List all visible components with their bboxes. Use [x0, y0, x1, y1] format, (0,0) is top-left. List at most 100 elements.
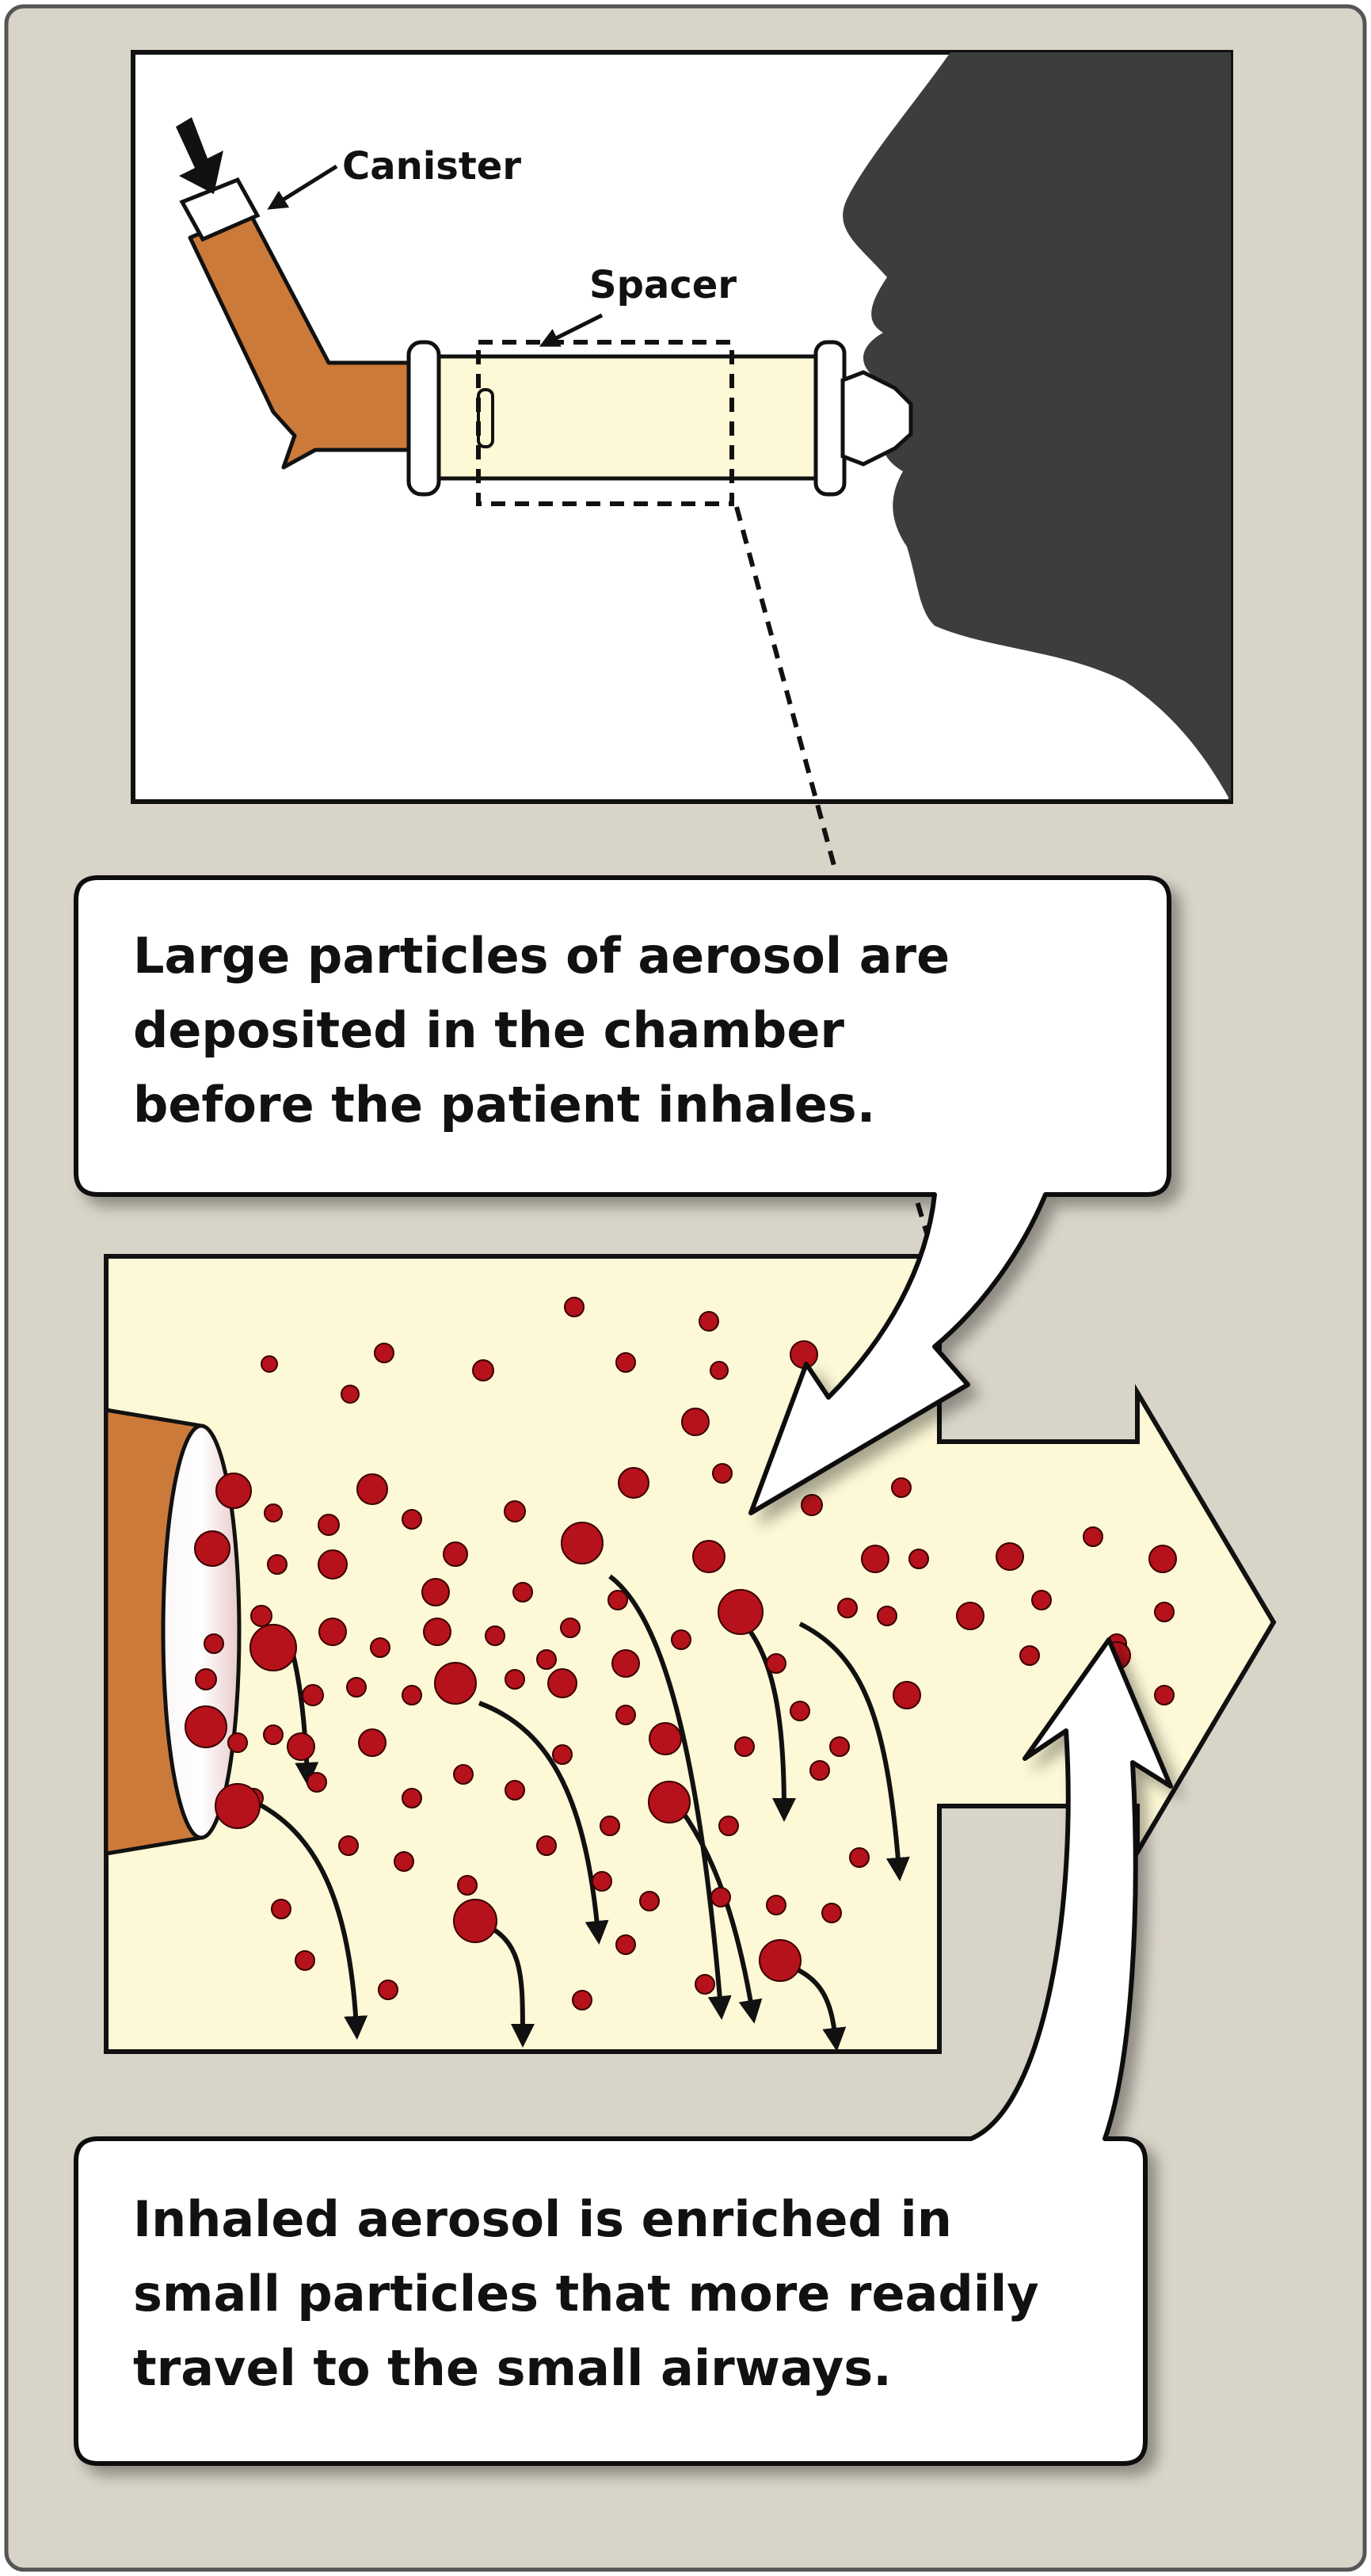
aerosol-particle: [318, 1514, 340, 1536]
aerosol-particle: [712, 1463, 733, 1484]
aerosol-particle: [996, 1542, 1024, 1571]
aerosol-particle: [421, 1578, 450, 1606]
trajectory-4: [608, 1574, 732, 2020]
aerosol-particle: [394, 1851, 414, 1872]
aerosol-particle: [307, 1772, 327, 1793]
aerosol-particle: [215, 1783, 261, 1829]
aerosol-particle: [227, 1732, 248, 1753]
aerosol-particle: [505, 1780, 525, 1801]
aerosol-particle: [338, 1835, 359, 1856]
aerosol-particle: [893, 1681, 921, 1709]
aerosol-particle: [287, 1732, 315, 1761]
aerosol-particle: [956, 1602, 984, 1630]
spacer-focus-box: [476, 340, 734, 506]
aerosol-particle: [318, 1549, 348, 1580]
aerosol-particle: [271, 1899, 291, 1919]
aerosol-particle: [877, 1606, 897, 1626]
spacer-left-flange: [406, 340, 441, 497]
aerosol-particle: [249, 1624, 297, 1671]
aerosol-particle: [215, 1473, 252, 1509]
canister-label: Canister: [342, 144, 521, 189]
aerosol-particle: [194, 1530, 230, 1567]
top-callout-box: [74, 875, 1171, 1515]
aerosol-particle: [195, 1668, 217, 1690]
bottom-callout-text: Inhaled aerosol is enriched in small par…: [133, 2182, 1039, 2406]
aerosol-particle: [536, 1835, 557, 1856]
aerosol-particle: [710, 1887, 731, 1907]
aerosol-particle: [261, 1355, 278, 1373]
aerosol-particle: [766, 1895, 786, 1915]
aerosol-particle: [267, 1554, 288, 1575]
aerosol-particle: [402, 1685, 422, 1705]
aerosol-particle: [718, 1589, 764, 1635]
inhaler-nozzle: [104, 1408, 242, 1856]
top-callout-line-2: deposited in the chamber: [133, 1001, 844, 1059]
aerosol-particle: [908, 1549, 929, 1569]
aerosol-particle: [592, 1871, 612, 1892]
aerosol-particle: [572, 1990, 592, 2010]
trajectory-1: [236, 1792, 368, 2040]
aerosol-particle: [547, 1668, 577, 1698]
aerosol-particle: [561, 1522, 604, 1564]
aerosol-particle: [615, 1705, 636, 1725]
bottom-callout-box: [74, 1637, 1173, 2466]
aerosol-particle: [849, 1847, 870, 1868]
aerosol-particle: [699, 1311, 719, 1332]
aerosol-particle: [472, 1359, 494, 1381]
aerosol-particle: [837, 1598, 858, 1618]
canister-pointer-arrow: [267, 164, 338, 210]
aerosol-particle: [766, 1653, 786, 1674]
aerosol-particle: [185, 1705, 227, 1748]
aerosol-particle: [295, 1950, 315, 1971]
aerosol-particle: [536, 1649, 557, 1670]
aerosol-particle: [453, 1764, 474, 1785]
aerosol-particle: [718, 1816, 739, 1836]
face-silhouette: [843, 52, 1231, 802]
trajectory-3: [478, 1701, 609, 1945]
aerosol-particle: [648, 1781, 691, 1823]
top-callout-line-1: Large particles of aerosol are: [133, 927, 950, 985]
aerosol-particle: [615, 1934, 636, 1955]
aerosol-particle: [378, 1980, 398, 2000]
dashed-leader-line: [734, 506, 838, 872]
aerosol-particle: [639, 1891, 660, 1911]
aerosol-particle: [861, 1545, 889, 1573]
aerosol-particle: [1154, 1685, 1175, 1705]
aerosol-particle: [346, 1677, 367, 1698]
aerosol-particle: [710, 1361, 729, 1380]
aerosol-particle: [356, 1473, 388, 1505]
aerosol-particle: [801, 1494, 823, 1516]
aerosol-particle: [1031, 1590, 1052, 1610]
aerosol-particle: [264, 1503, 283, 1522]
aerosol-particle: [829, 1736, 850, 1757]
spacer-tube: [435, 354, 825, 481]
top-callout-text: Large particles of aerosol are deposited…: [133, 919, 950, 1142]
aerosol-particle: [1083, 1526, 1103, 1547]
aerosol-particle: [512, 1582, 533, 1602]
spacer-pointer-arrow: [539, 313, 604, 347]
aerosol-particle: [560, 1618, 581, 1638]
aerosol-particle: [402, 1788, 422, 1808]
aerosol-particle: [302, 1684, 324, 1706]
aerosol-particle: [600, 1816, 620, 1836]
aerosol-particle: [485, 1625, 505, 1646]
aerosol-particle: [790, 1701, 810, 1721]
chamber: [104, 1254, 1277, 2054]
spacer-inlet: [477, 388, 494, 448]
press-down-arrow-icon: [176, 117, 223, 194]
aerosol-particle: [681, 1408, 710, 1436]
aerosol-particle: [505, 1669, 525, 1690]
aerosol-particle: [443, 1541, 468, 1567]
bottom-callout-line-2: small particles that more readily: [133, 2265, 1039, 2323]
aerosol-particle: [809, 1760, 830, 1781]
aerosol-particle: [759, 1939, 802, 1982]
aerosol-particle: [453, 1899, 497, 1943]
mouthpiece: [840, 370, 913, 467]
aerosol-particle: [341, 1385, 360, 1404]
aerosol-particle: [891, 1477, 912, 1498]
bottom-callout-line-3: travel to the small airways.: [133, 2339, 892, 2397]
aerosol-particle: [564, 1297, 585, 1317]
spacer-right-flange: [813, 340, 847, 497]
aerosol-particle: [692, 1540, 725, 1573]
